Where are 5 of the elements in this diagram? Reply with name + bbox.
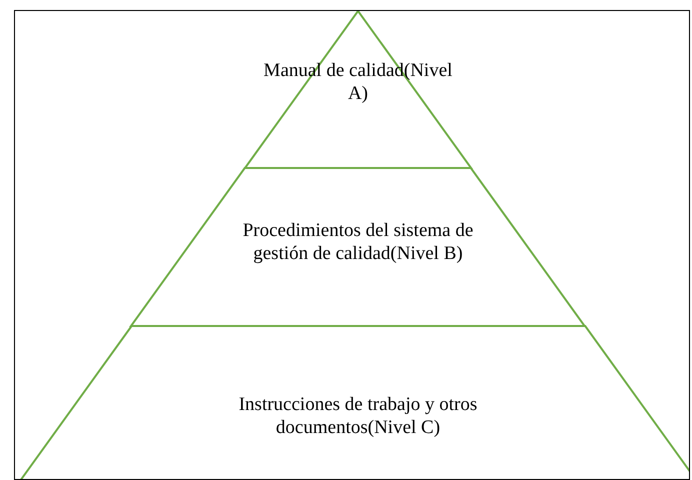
pyramid-tier	[244, 11, 472, 168]
tier-label: Instrucciones de trabajo y otros documentos(Nivel C)	[238, 393, 478, 439]
pyramid-tier	[20, 326, 689, 479]
pyramid-tier	[131, 168, 585, 326]
tier-label: Procedimientos del sistema de gestión de calidad(Nivel B)	[242, 219, 474, 265]
